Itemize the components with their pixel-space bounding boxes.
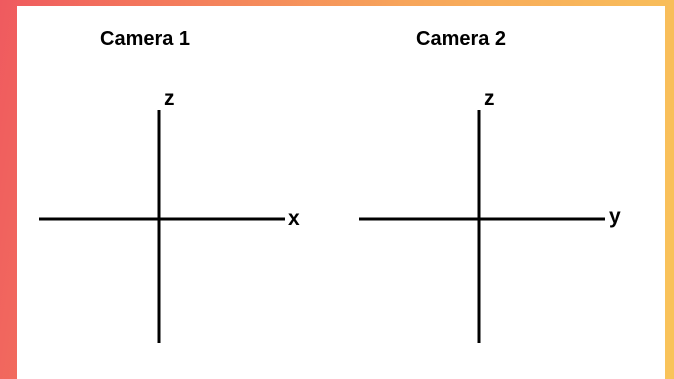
camera2-z-label: z xyxy=(484,87,495,110)
diagram-panel xyxy=(17,6,665,379)
camera2-y-label: y xyxy=(609,205,621,228)
camera1-x-label: x xyxy=(288,207,300,230)
camera1-title: Camera 1 xyxy=(100,28,191,50)
camera2-title: Camera 2 xyxy=(416,28,507,50)
camera1-z-label: z xyxy=(164,87,175,110)
